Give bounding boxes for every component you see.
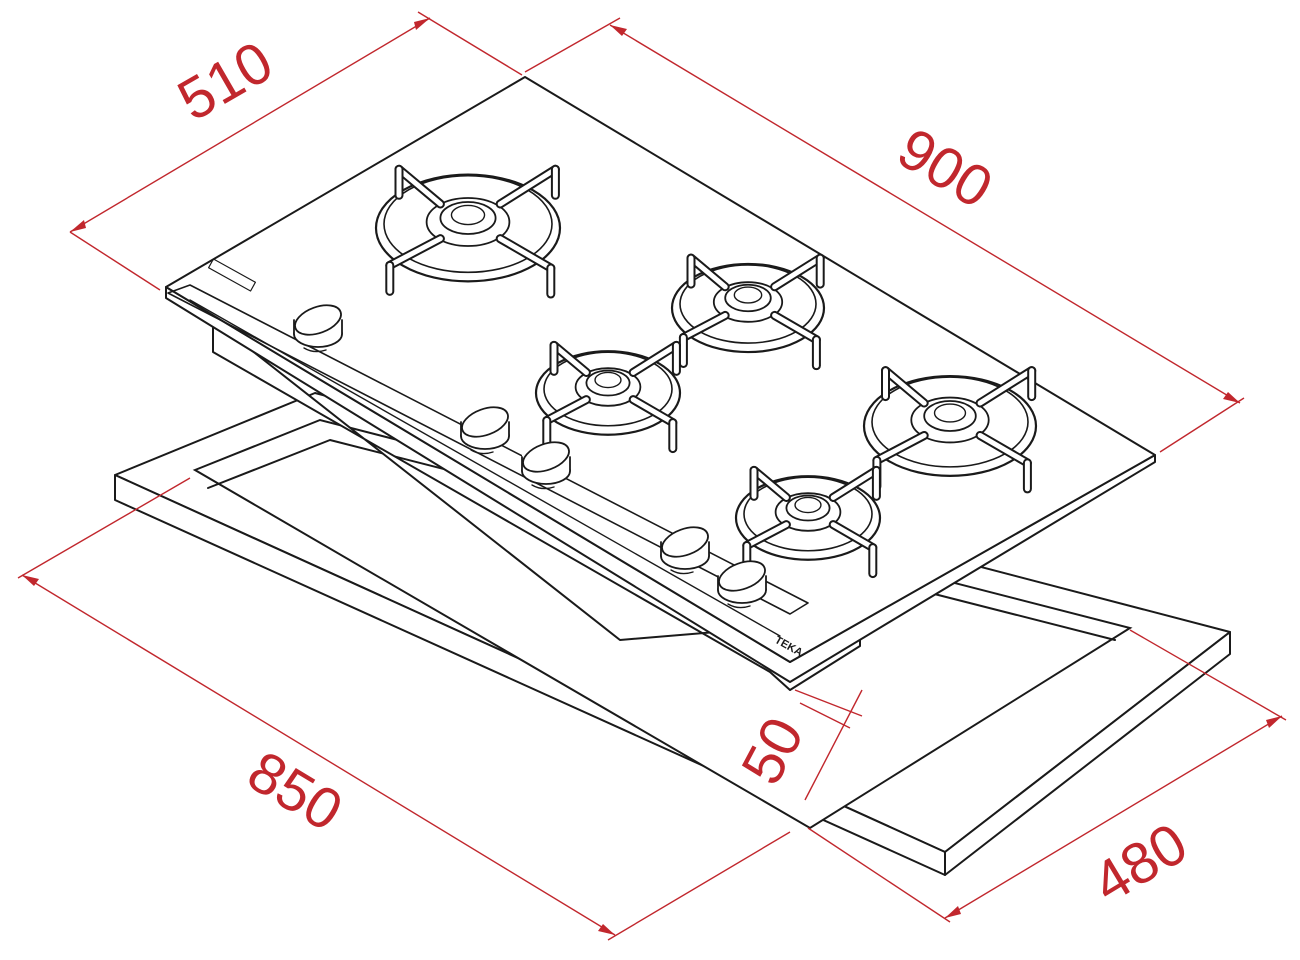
dim-50-ext-a (794, 689, 863, 717)
burner-rear-right-burner (670, 253, 826, 371)
pan-support-arm (975, 366, 1037, 408)
dim-510-arrow-a (70, 220, 86, 232)
burner-cap-top (794, 496, 822, 514)
burner-cap (439, 201, 497, 235)
dim-510-ext-a (69, 231, 161, 291)
dim-900-arrow-a (610, 25, 627, 36)
countertop-side-face (944, 631, 1231, 876)
pan-support-arm (495, 164, 560, 209)
dim-480-ext-a (807, 827, 951, 923)
knobs (293, 304, 767, 609)
dim-850-line (21, 574, 616, 936)
dim-850-ext-b (607, 831, 791, 941)
pan-support-arm (828, 520, 878, 579)
dim-850-arrow-a (22, 575, 39, 586)
burner-cap (923, 400, 977, 432)
burners (374, 164, 1038, 579)
pan-support-arm (770, 310, 821, 371)
pan-support-arm (495, 234, 556, 299)
control-knob (521, 441, 571, 490)
burner-cap-top (594, 371, 622, 389)
dim-480-line (944, 715, 1283, 919)
dim-510-line (69, 17, 431, 233)
dim-900-line (609, 24, 1241, 404)
grate-ring-inner (871, 376, 1029, 468)
pan-support-arm (549, 340, 591, 377)
grate-ring-inner (543, 351, 673, 427)
burner-cap-top (933, 403, 967, 423)
dim-480-ext-b (1129, 629, 1287, 721)
pan-support-arm (749, 465, 791, 502)
grate-ring-inner (383, 174, 553, 274)
pan-support-arm (881, 366, 929, 408)
burner-cap (785, 494, 831, 522)
pan-support-arm (678, 310, 730, 368)
pan-support-arm (686, 253, 730, 292)
burner-cap (724, 283, 772, 313)
grate-ring-inner (743, 476, 873, 552)
pan-support-arm (975, 430, 1032, 494)
dim-850-arrow-b (598, 924, 615, 935)
dim-900-arrow-b (1223, 392, 1240, 403)
dim-850-ext-a (17, 477, 191, 579)
dim-480-arrow-b (1266, 716, 1282, 728)
pan-support-arm (628, 340, 681, 377)
dim-510-label: 510 (167, 29, 283, 134)
control-knob (293, 304, 343, 353)
dim-510-ext-b (417, 11, 523, 76)
burner-middle-burner (534, 340, 682, 454)
pan-support-arm (542, 395, 591, 451)
burner-large-wok-burner (374, 164, 562, 299)
badge-left (207, 258, 257, 292)
grate-ring-inner (679, 264, 817, 344)
pan-support-arm (385, 234, 445, 296)
control-strip-line (189, 299, 781, 637)
dim-850-label: 850 (237, 739, 353, 845)
dim-480-arrow-a (945, 906, 961, 918)
dim-50-ext-b (799, 702, 851, 729)
burner-front-small-burner (734, 465, 882, 579)
dim-900-ext-b (1159, 397, 1245, 453)
burner-cap-top (450, 204, 486, 226)
pan-support-arm (770, 253, 825, 292)
control-knob (660, 526, 710, 575)
dim-900-ext-a (524, 17, 621, 73)
burner-cap-top (733, 286, 763, 304)
pan-support-arm (394, 164, 445, 209)
control-knob (460, 406, 510, 455)
pan-support-arm (828, 465, 881, 502)
dim-50-line (804, 689, 863, 801)
dim-900-label: 900 (887, 116, 1003, 222)
control-knob (717, 560, 767, 609)
pan-support-arm (628, 395, 678, 454)
control-strip (167, 284, 809, 615)
burner-front-right-burner (862, 366, 1038, 494)
dim-510-arrow-b (414, 18, 430, 30)
burner-cap (585, 369, 631, 397)
